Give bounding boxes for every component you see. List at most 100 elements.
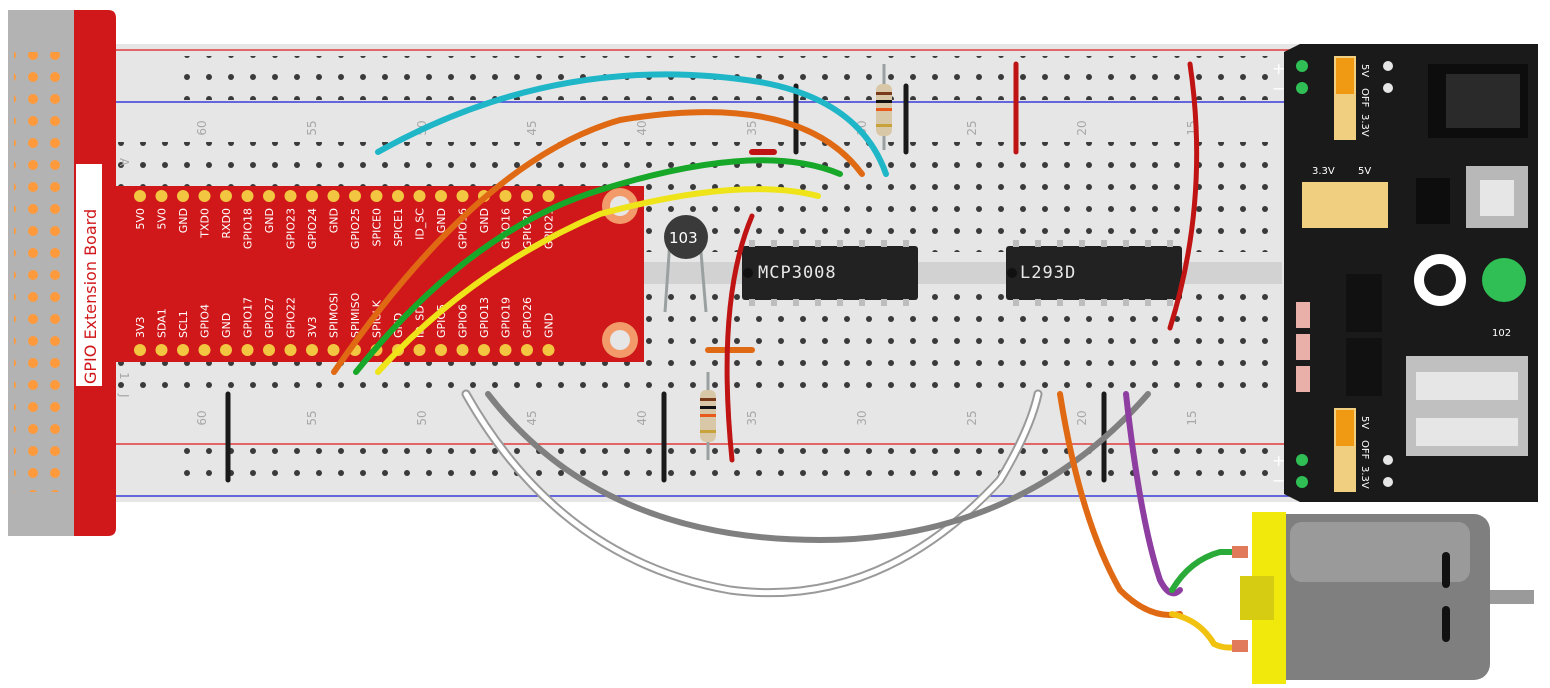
l293d-body — [1006, 246, 1182, 300]
gpio-top-pin-label: 5V0 — [134, 208, 147, 230]
gpio-top-pin-7 — [284, 190, 297, 202]
gpio-bottom-pin-label: GPIO26 — [521, 297, 534, 338]
gpio-bottom-pin-5 — [241, 344, 254, 356]
thermistor: 103 — [663, 215, 708, 313]
gpio-top-pin-label: SPICE0 — [371, 208, 384, 247]
gpio-bottom-pin-label: GPIO13 — [478, 297, 491, 338]
pm-pot-label: 102 — [1492, 328, 1511, 339]
row-letter-a: A — [117, 158, 131, 167]
gpio-top-pin-label: GND — [328, 208, 341, 233]
column-number: 40 — [635, 120, 649, 135]
gpio-bottom-pin-9 — [327, 344, 340, 356]
gpio-top-pin-11 — [370, 190, 383, 202]
gpio-bottom-pin-label: GPIO6 — [457, 304, 470, 338]
pm-jumper-5v-bottom: 5V — [1359, 416, 1370, 429]
gpio-board-title: GPIO Extension Board — [81, 209, 100, 384]
pm-header-33v: 3.3V — [1312, 166, 1335, 177]
gpio-bottom-pin-17 — [499, 344, 512, 356]
chip-l293d: L293D — [1006, 240, 1182, 306]
gpio-bottom-pin-label: GPIO19 — [500, 297, 513, 338]
gpio-bottom-pin-label: GND — [220, 313, 233, 338]
pm-jumper-33v-bottom: 3.3V — [1359, 466, 1370, 489]
gpio-bottom-pin-label: SDA1 — [156, 308, 169, 338]
gpio-top-pin-1 — [155, 190, 168, 202]
column-number: 20 — [1075, 120, 1089, 135]
gpio-top-pin-4 — [220, 190, 232, 202]
thermistor-disc — [664, 215, 708, 259]
gpio-top-pin-label: GPIO20 — [521, 208, 534, 249]
gpio-bottom-pin-8 — [306, 344, 318, 356]
pm-plus-top: + — [1272, 59, 1285, 78]
gpio-bottom-pin-1 — [155, 344, 168, 356]
pm-plus-bottom: + — [1272, 451, 1285, 470]
gpio-top-pin-13 — [413, 190, 426, 202]
column-number: 50 — [415, 410, 429, 425]
column-number: 55 — [305, 120, 319, 135]
gpio-top-pin-label: GND — [435, 208, 448, 233]
pm-switch — [1416, 178, 1450, 224]
gpio-top-pin-label: TXD0 — [199, 208, 212, 239]
power-module: + − 5V OFF 3.3V 3.3V 5V 102 + − — [1272, 44, 1538, 502]
column-number: 25 — [965, 410, 979, 425]
gpio-bottom-pin-label: GND — [543, 313, 556, 338]
gpio-bottom-pin-13 — [413, 344, 426, 356]
gpio-bottom-pin-14 — [435, 344, 447, 356]
column-number: 20 — [1075, 410, 1089, 425]
column-number: 35 — [745, 410, 759, 425]
mcp3008-body — [742, 246, 918, 300]
gpio-top-pin-3 — [198, 190, 211, 202]
gpio-bottom-pin-label: GPIO27 — [263, 297, 276, 338]
column-number: 30 — [855, 410, 869, 425]
gpio-top-pin-2 — [177, 190, 189, 202]
pm-minus-top: − — [1272, 79, 1285, 98]
gpio-bottom-pin-2 — [177, 344, 189, 356]
gpio-bottom-pin-label: SPIMISO — [349, 292, 362, 338]
motor-terminal-bottom — [1232, 640, 1248, 652]
pm-jumper-33v-top: 3.3V — [1359, 114, 1370, 137]
gpio-top-pin-9 — [327, 190, 340, 202]
gpio-top-pin-label: GPIO24 — [306, 208, 319, 249]
pm-header-5v: 5V — [1358, 166, 1371, 177]
gpio-top-pin-label: GND — [177, 208, 190, 233]
gpio-top-pin-8 — [306, 190, 318, 202]
chip-mcp3008: MCP3008 — [742, 240, 918, 306]
gpio-top-pin-label: ID_SC — [414, 208, 427, 240]
column-number: 45 — [525, 120, 539, 135]
thermistor-label: 103 — [669, 229, 698, 247]
column-number: 45 — [525, 410, 539, 425]
pm-header-block — [1302, 182, 1388, 228]
gpio-bottom-pin-16 — [478, 344, 490, 356]
gpio-top-pin-label: GND — [263, 208, 276, 233]
gpio-bottom-pin-15 — [456, 344, 469, 356]
gpio-bottom-pin-label: GPIO4 — [199, 304, 212, 338]
gpio-top-pin-label: GND — [478, 208, 491, 233]
gpio-top-pin-5 — [241, 190, 254, 202]
motor-terminal-top — [1232, 546, 1248, 558]
column-number: 60 — [195, 120, 209, 135]
gpio-bottom-pin-label: GPIO22 — [285, 297, 298, 338]
gpio-top-pin-19 — [542, 190, 555, 202]
gpio-bottom-pin-label: SCL1 — [177, 310, 190, 338]
pm-minus-bottom: − — [1272, 471, 1285, 490]
gpio-top-pin-label: GPIO25 — [349, 208, 362, 249]
gpio-top-pin-label: 5V0 — [156, 208, 169, 230]
column-number: 25 — [965, 120, 979, 135]
mcp3008-label: MCP3008 — [758, 263, 837, 283]
gpio-title-plate — [76, 164, 102, 386]
pm-regulator-1 — [1346, 274, 1382, 332]
gpio-bottom-pin-7 — [284, 344, 297, 356]
gpio-bottom-pin-18 — [521, 344, 533, 356]
l293d-label: L293D — [1020, 263, 1076, 283]
gpio-top-pin-12 — [392, 190, 404, 202]
gpio-top-pin-label: RXD0 — [220, 208, 233, 239]
column-number: 40 — [635, 410, 649, 425]
pm-jumper-5v-top: 5V — [1359, 64, 1370, 77]
gpio-bottom-pin-3 — [198, 344, 211, 356]
column-number: 15 — [1185, 410, 1199, 425]
gpio-top-pin-6 — [263, 190, 275, 202]
column-number: 55 — [305, 410, 319, 425]
gpio-top-pin-10 — [349, 190, 361, 202]
